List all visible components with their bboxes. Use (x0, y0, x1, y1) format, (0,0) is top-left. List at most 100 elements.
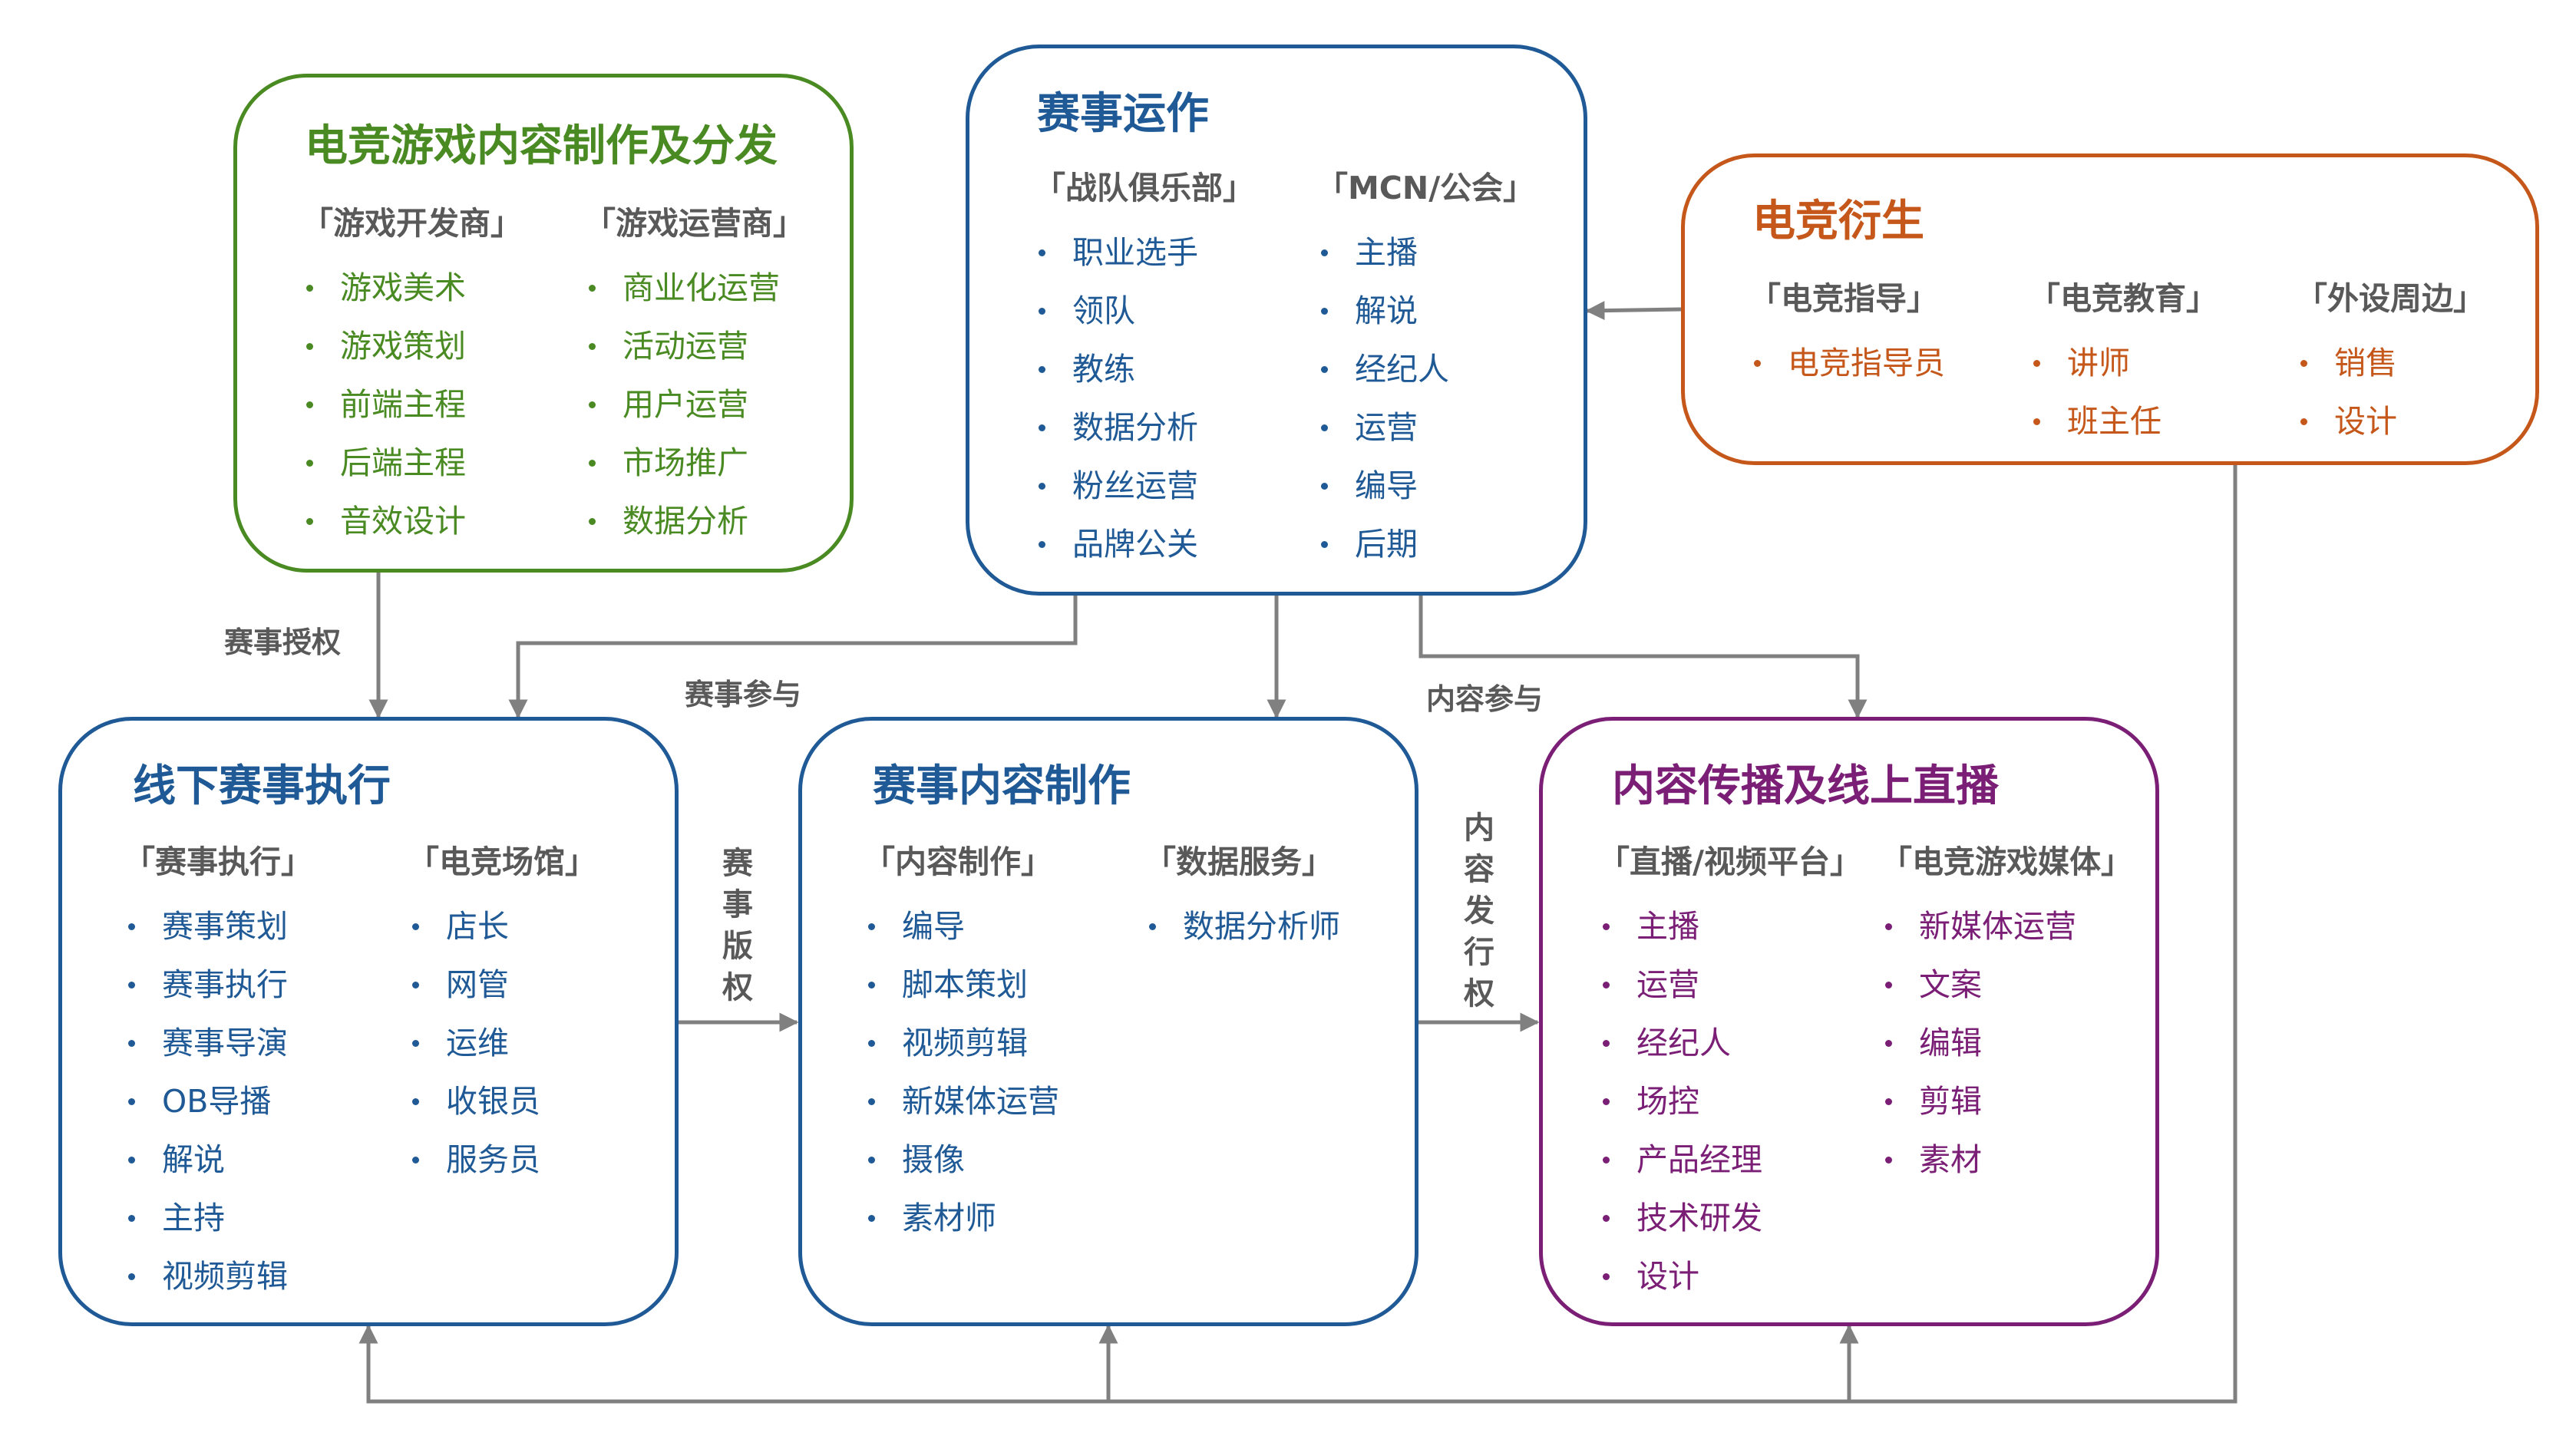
list-item: 用户运营 (584, 375, 804, 434)
node-title: 内容传播及线上直播 (1612, 761, 1999, 811)
list-item: 技术研发 (1598, 1189, 1861, 1247)
list-item: 店长 (408, 897, 596, 956)
list-item: 运营 (1598, 956, 1861, 1014)
group-heading: 「数据服务」 (1144, 843, 1333, 880)
edge-label-event-authorization: 赛事授权 (224, 625, 342, 659)
list-item: 文案 (1881, 956, 2132, 1014)
group-event-execution: 「赛事执行」 赛事策划 赛事执行 赛事导演 OB导播 解说 主持 视频剪辑 (124, 847, 312, 1305)
group-heading: 「游戏开发商」 (302, 205, 522, 242)
node-event-operation: 赛事运作 「战队俱乐部」 职业选手 领队 教练 数据分析 粉丝运营 品牌公关 「… (966, 45, 1587, 596)
list-item: 素材师 (864, 1189, 1059, 1247)
list-item: 职业选手 (1034, 223, 1254, 282)
list-item: 新媒体运营 (1881, 897, 2132, 956)
list-item: 运维 (408, 1014, 596, 1072)
list-item: 经纪人 (1316, 340, 1534, 398)
list-item: 数据分析 (1034, 398, 1254, 457)
list-item: 经纪人 (1598, 1014, 1861, 1072)
list-item: 编辑 (1881, 1014, 2132, 1072)
list-item: 赛事导演 (124, 1014, 312, 1072)
group-live-video-platform: 「直播/视频平台」 主播 运营 经纪人 场控 产品经理 技术研发 设计 (1598, 847, 1861, 1305)
list-item: 编导 (1316, 457, 1534, 515)
list-item: 电竞指导员 (1749, 334, 1945, 392)
list-item: 数据分析师 (1144, 897, 1340, 956)
list-item: 音效设计 (302, 492, 522, 550)
node-esports-derivative: 电竞衍生 「电竞指导」 电竞指导员 「电竞教育」 讲师 班主任 「外设周边」 销… (1681, 153, 2539, 465)
list-item: 产品经理 (1598, 1130, 1861, 1189)
group-data-service: 「数据服务」 数据分析师 (1144, 847, 1340, 956)
group-heading: 「直播/视频平台」 (1598, 843, 1861, 880)
list-item: 销售 (2296, 334, 2485, 392)
list-item: 新媒体运营 (864, 1072, 1059, 1130)
list-item: 编导 (864, 897, 1059, 956)
list-item: 主播 (1598, 897, 1861, 956)
list-item: 数据分析 (584, 492, 804, 550)
list-item: 脚本策划 (864, 956, 1059, 1014)
list-item: 领队 (1034, 282, 1254, 340)
group-heading: 「电竞教育」 (2029, 280, 2218, 317)
list-item: 游戏策划 (302, 317, 522, 375)
list-item: 粉丝运营 (1034, 457, 1254, 515)
list-item: 服务员 (408, 1130, 596, 1189)
group-game-developer: 「游戏开发商」 游戏美术 游戏策划 前端主程 后端主程 音效设计 (302, 208, 522, 550)
group-esports-guidance: 「电竞指导」 电竞指导员 (1749, 283, 1945, 392)
arrow-operation-to-offline (508, 596, 1078, 719)
node-title: 电竞衍生 (1752, 196, 1924, 246)
list-item: 网管 (408, 956, 596, 1014)
list-item: 解说 (124, 1130, 312, 1189)
list-item: 后期 (1316, 515, 1534, 573)
group-heading: 「战队俱乐部」 (1034, 170, 1254, 206)
group-heading: 「内容制作」 (864, 843, 1052, 880)
arrow-derivative-to-operation (1585, 301, 1682, 321)
node-offline-event-execution: 线下赛事执行 「赛事执行」 赛事策划 赛事执行 赛事导演 OB导播 解说 主持 … (58, 717, 679, 1326)
node-game-content-production: 电竞游戏内容制作及分发 「游戏开发商」 游戏美术 游戏策划 前端主程 后端主程 … (233, 74, 854, 573)
group-heading: 「电竞指导」 (1749, 280, 1938, 317)
node-title: 赛事运作 (1037, 89, 1209, 139)
list-item: 市场推广 (584, 434, 804, 492)
list-item: 讲师 (2029, 334, 2218, 392)
edge-label-event-participation: 赛事参与 (685, 678, 802, 711)
group-esports-game-media: 「电竞游戏媒体」 新媒体运营 文案 编辑 剪辑 素材 (1881, 847, 2132, 1189)
group-heading: 「赛事执行」 (124, 843, 312, 880)
node-content-distribution-live: 内容传播及线上直播 「直播/视频平台」 主播 运营 经纪人 场控 产品经理 技术… (1539, 717, 2159, 1326)
list-item: 收银员 (408, 1072, 596, 1130)
list-item: 素材 (1881, 1130, 2132, 1189)
edge-label-content-participation: 内容参与 (1426, 682, 1544, 716)
group-mcn-guild: 「MCN/公会」 主播 解说 经纪人 运营 编导 后期 (1316, 173, 1534, 573)
edge-label-event-copyright: 赛事版权 (722, 846, 753, 1005)
group-esports-venue: 「电竞场馆」 店长 网管 运维 收银员 服务员 (408, 847, 596, 1189)
list-item: 商业化运营 (584, 259, 804, 317)
arrow-operation-to-live (1418, 596, 1868, 719)
list-item: 设计 (1598, 1247, 1861, 1305)
list-item: 视频剪辑 (124, 1247, 312, 1305)
list-item: 教练 (1034, 340, 1254, 398)
group-peripherals: 「外设周边」 销售 设计 (2296, 283, 2485, 451)
list-item: 运营 (1316, 398, 1534, 457)
node-title: 电竞游戏内容制作及分发 (305, 121, 778, 171)
group-team-club: 「战队俱乐部」 职业选手 领队 教练 数据分析 粉丝运营 品牌公关 (1034, 173, 1254, 573)
list-item: 解说 (1316, 282, 1534, 340)
list-item: 班主任 (2029, 392, 2218, 451)
list-item: 赛事执行 (124, 956, 312, 1014)
group-esports-education: 「电竞教育」 讲师 班主任 (2029, 283, 2218, 451)
list-item: 设计 (2296, 392, 2485, 451)
list-item: 活动运营 (584, 317, 804, 375)
list-item: 摄像 (864, 1130, 1059, 1189)
edge-label-content-distribution-right: 内容发行权 (1464, 810, 1494, 1012)
group-heading: 「电竞场馆」 (408, 843, 596, 880)
group-content-production: 「内容制作」 编导 脚本策划 视频剪辑 新媒体运营 摄像 素材师 (864, 847, 1059, 1247)
group-heading: 「外设周边」 (2296, 280, 2485, 317)
group-heading: 「游戏运营商」 (584, 205, 804, 242)
group-heading: 「MCN/公会」 (1316, 170, 1535, 206)
list-item: 主播 (1316, 223, 1534, 282)
list-item: 游戏美术 (302, 259, 522, 317)
node-title: 赛事内容制作 (873, 761, 1131, 811)
node-event-content-production: 赛事内容制作 「内容制作」 编导 脚本策划 视频剪辑 新媒体运营 摄像 素材师 … (798, 717, 1418, 1326)
list-item: 视频剪辑 (864, 1014, 1059, 1072)
list-item: 品牌公关 (1034, 515, 1254, 573)
group-game-operator: 「游戏运营商」 商业化运营 活动运营 用户运营 市场推广 数据分析 (584, 208, 804, 550)
group-heading: 「电竞游戏媒体」 (1881, 843, 2132, 880)
list-item: 场控 (1598, 1072, 1861, 1130)
list-item: OB导播 (124, 1072, 312, 1130)
list-item: 赛事策划 (124, 897, 312, 956)
